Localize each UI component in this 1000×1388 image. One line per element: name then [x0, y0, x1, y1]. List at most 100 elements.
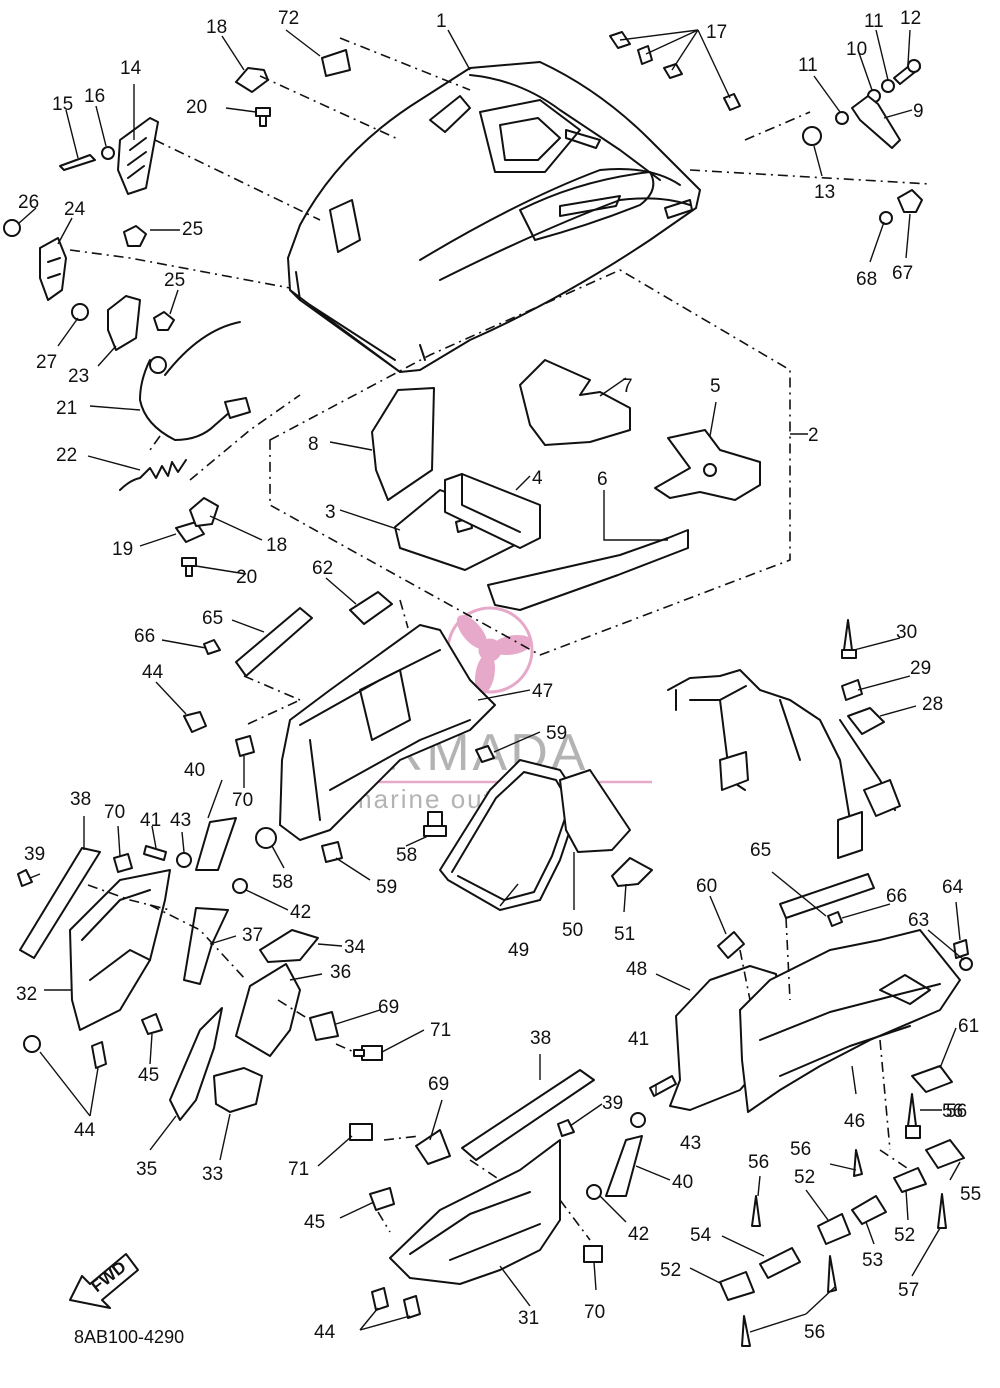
cover-33 [213, 1067, 263, 1113]
callout: 3 [325, 502, 336, 523]
grommet-19 [175, 521, 205, 543]
rail-65-right [779, 873, 875, 919]
callout: 11 [864, 11, 884, 32]
bolt-41-low [649, 1075, 677, 1097]
plate-69-left [309, 1011, 339, 1041]
callout: 23 [68, 366, 89, 387]
callout: 33 [202, 1164, 223, 1185]
callout: 48 [626, 959, 647, 980]
callout: 31 [518, 1308, 539, 1329]
callout: 11 [798, 55, 818, 76]
callout: 19 [112, 539, 133, 560]
pin-56a [905, 1093, 921, 1139]
callout: 51 [614, 924, 635, 945]
nut-26 [3, 219, 21, 237]
nut-27 [71, 303, 89, 321]
latch-24 [39, 237, 67, 301]
rivet-53 [851, 1195, 887, 1225]
callout: 36 [330, 962, 351, 983]
callout: 25 [164, 270, 185, 291]
dashed-group-box-2 [269, 269, 808, 656]
callout: 69 [428, 1074, 449, 1095]
bolt-71-low [349, 1123, 373, 1141]
bracket-14 [117, 117, 159, 195]
washer-68 [879, 211, 893, 225]
callout: 58 [396, 845, 417, 866]
callout: 34 [344, 937, 366, 958]
spring-22 [119, 459, 187, 491]
callout: 18 [206, 17, 227, 38]
pad-part-7 [519, 359, 631, 446]
rivet-54 [759, 1247, 801, 1279]
callout: 71 [288, 1159, 309, 1180]
assembly-lines [69, 37, 931, 1241]
callout: 22 [56, 445, 77, 466]
plate-52a [893, 1167, 927, 1193]
callout: 66 [886, 886, 907, 907]
callout: 47 [532, 681, 553, 702]
leader-lines [17, 29, 965, 1333]
bracket-50 [559, 769, 631, 853]
callout: 30 [896, 622, 917, 643]
callout: 10 [846, 39, 867, 60]
cap-39-low [557, 1119, 575, 1137]
callout: 2 [808, 425, 819, 446]
callout: 55 [960, 1184, 981, 1205]
callout: 41 [140, 810, 161, 831]
callout: 52 [894, 1225, 915, 1246]
clip-66-left [203, 639, 221, 655]
bolt-20-top [255, 107, 271, 127]
cap-39-left [17, 869, 33, 887]
clip-60 [717, 931, 745, 959]
callout: 13 [814, 182, 835, 203]
callout: 8 [308, 434, 319, 455]
callout: 40 [184, 760, 205, 781]
callout: 56 [942, 1101, 963, 1122]
side-panel-32 [69, 869, 171, 1031]
callout: 42 [628, 1224, 649, 1245]
clip-66-right [827, 911, 843, 927]
pin-56b [853, 1149, 863, 1177]
callout: 60 [696, 876, 717, 897]
callout: 59 [376, 877, 397, 898]
callout: 66 [134, 626, 155, 647]
fastener-44-left [23, 1035, 107, 1069]
callout: 32 [16, 984, 37, 1005]
callout: 61 [958, 1016, 979, 1037]
plate-52b [817, 1213, 851, 1245]
callout: 39 [602, 1093, 623, 1114]
bracket-23 [107, 295, 141, 351]
callout: 4 [532, 468, 543, 489]
bolt-12 [893, 59, 921, 85]
nut-42-low [586, 1184, 602, 1200]
callout: 7 [622, 376, 633, 397]
callout: 18 [266, 535, 287, 556]
grommet-58-left [255, 827, 277, 849]
callout: 29 [910, 658, 931, 679]
callout: 15 [52, 94, 73, 115]
clips-17 [609, 31, 741, 111]
nut-59-low [321, 841, 343, 863]
callout: 39 [24, 844, 45, 865]
callout: 21 [56, 398, 77, 419]
washer-43-low [630, 1112, 646, 1128]
callout: 35 [136, 1159, 157, 1180]
callout: 1 [436, 11, 447, 32]
rail-65-left [235, 607, 313, 677]
callout: 70 [584, 1302, 605, 1323]
callout: 49 [508, 940, 529, 961]
fasteners-44-low [371, 1287, 421, 1319]
bracket-28 [847, 707, 885, 735]
frame-right [667, 669, 901, 859]
washer-11b [835, 111, 849, 125]
wire-harness-21 [139, 321, 251, 441]
callout: 38 [530, 1028, 551, 1049]
pin-56c [751, 1195, 761, 1227]
callout: 17 [706, 22, 727, 43]
strip-part-6 [487, 529, 689, 611]
block-part-4 [444, 473, 541, 549]
bolt-71-left [353, 1045, 383, 1061]
callout: 26 [18, 192, 39, 213]
clip-29 [841, 679, 863, 701]
